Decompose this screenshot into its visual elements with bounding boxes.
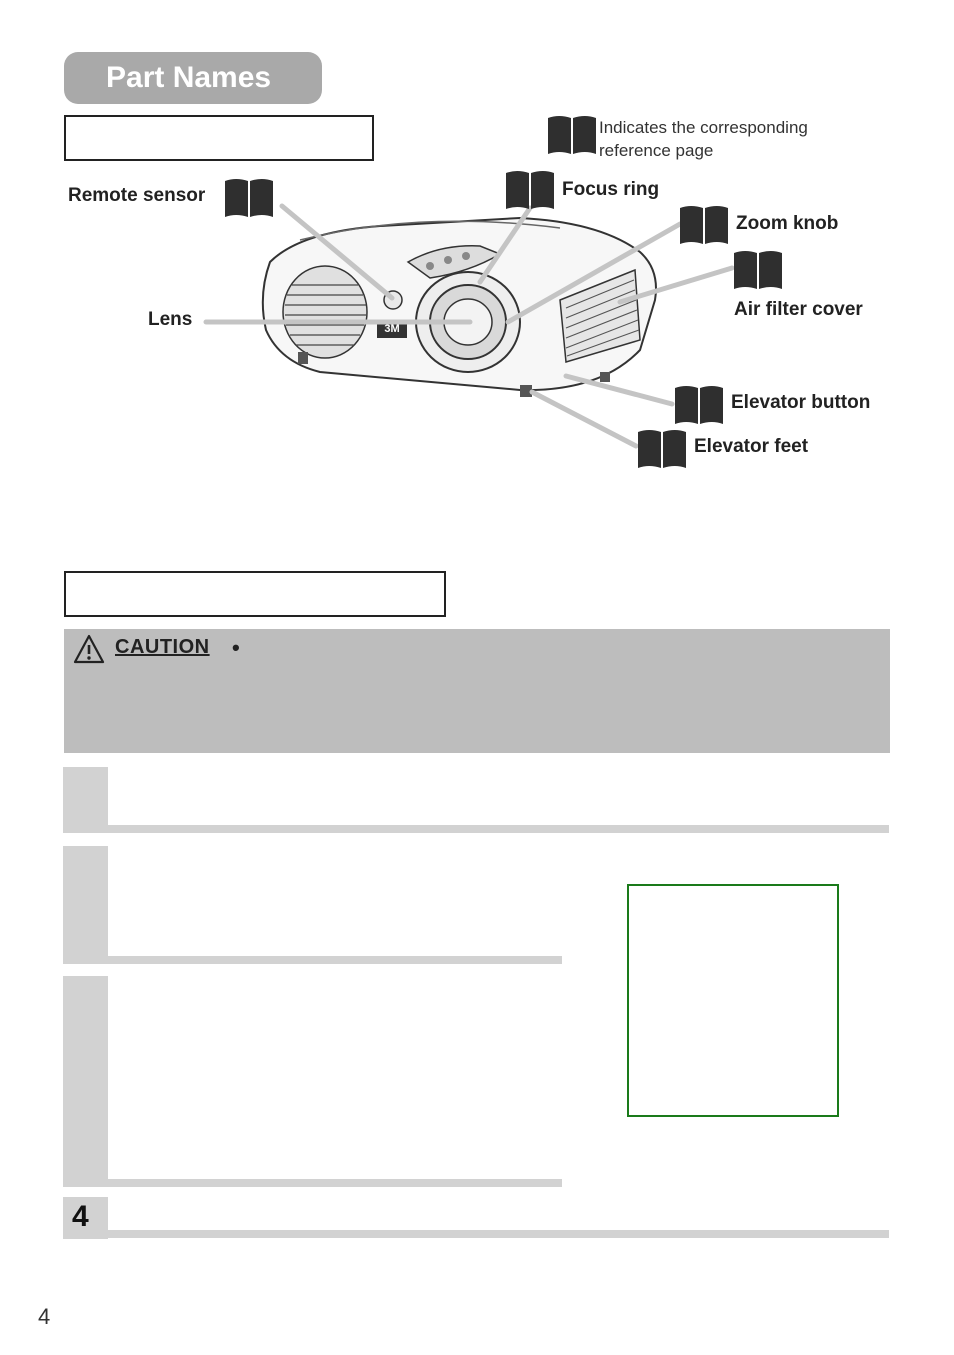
label-remote-sensor: Remote sensor bbox=[68, 185, 206, 206]
caution-label: CAUTION bbox=[115, 636, 210, 658]
step-1-tab bbox=[63, 767, 108, 833]
step-4-number: 4 bbox=[72, 1200, 89, 1233]
elevator-feet-book-icon bbox=[638, 430, 686, 468]
step-2-tab bbox=[63, 846, 108, 964]
elevator-button-book-icon bbox=[675, 386, 723, 424]
legend-line-2: reference page bbox=[599, 141, 714, 160]
label-lens: Lens bbox=[148, 309, 193, 330]
step-4-rule bbox=[108, 1230, 889, 1238]
label-focus-ring: Focus ring bbox=[562, 179, 660, 200]
step-3-tab bbox=[63, 976, 108, 1187]
projector-illustration bbox=[203, 203, 735, 449]
caution-bullet: • bbox=[232, 635, 240, 660]
book-icon bbox=[548, 116, 596, 154]
label-elevator-button: Elevator button bbox=[731, 392, 871, 413]
zoom-knob-book-icon bbox=[680, 206, 728, 244]
air-filter-cover-book-icon bbox=[734, 251, 782, 289]
section-heading-box-2 bbox=[64, 571, 446, 617]
label-air-filter-cover: Air filter cover bbox=[734, 299, 863, 320]
label-elevator-feet: Elevator feet bbox=[694, 436, 809, 457]
legend-line-1: Indicates the corresponding bbox=[599, 118, 808, 137]
projector-logo: 3M bbox=[384, 323, 400, 335]
remote-sensor-book-icon bbox=[225, 179, 273, 217]
page-title: Part Names bbox=[64, 52, 322, 104]
step-2-rule bbox=[108, 956, 562, 964]
label-zoom-knob: Zoom knob bbox=[736, 213, 839, 234]
section-heading-box-1 bbox=[64, 115, 374, 161]
note-box bbox=[627, 884, 839, 1117]
step-1-rule bbox=[108, 825, 889, 833]
page-number: 4 bbox=[38, 1304, 51, 1329]
caution-panel bbox=[64, 629, 890, 753]
warning-triangle-icon bbox=[73, 634, 105, 664]
focus-ring-book-icon bbox=[506, 171, 554, 209]
step-4-tab bbox=[63, 1197, 108, 1239]
legend-text: Indicates the corresponding reference pa… bbox=[599, 116, 808, 162]
step-3-rule bbox=[108, 1179, 562, 1187]
